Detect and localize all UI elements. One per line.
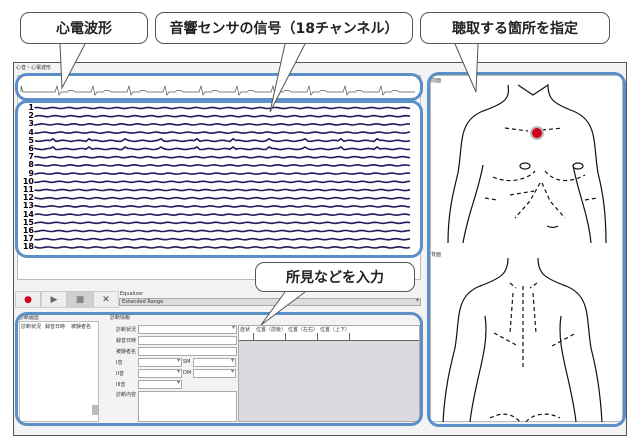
back-label: 背面: [431, 252, 442, 258]
channel-trace-12: [34, 196, 411, 200]
stop-button[interactable]: ■: [67, 291, 93, 308]
grid-header: [239, 326, 419, 333]
channel-label: 12: [22, 193, 34, 203]
channel-label: 18: [22, 242, 34, 252]
channel-label: 15: [22, 217, 34, 227]
label-content: 診断内容: [116, 392, 137, 398]
grid-row[interactable]: [239, 333, 419, 341]
back-body-diagram[interactable]: [430, 258, 623, 422]
callout-sensors: 音響センサの信号（18チャンネル）: [155, 12, 413, 44]
channel-trace-2: [34, 114, 411, 118]
front-label: 前面: [431, 78, 442, 84]
s1-select[interactable]: [138, 357, 182, 367]
front-body-diagram[interactable]: [430, 83, 623, 248]
channel-label: 17: [22, 234, 34, 244]
channel-label: 16: [22, 226, 34, 235]
equalizer-label: Equalizer: [120, 291, 144, 297]
channel-label: 1: [28, 103, 34, 112]
grid-col-symptom[interactable]: 症状: [240, 327, 251, 333]
channel-trace-8: [34, 163, 411, 167]
channel-trace-16: [34, 229, 411, 233]
channel-label: 2: [28, 111, 34, 121]
label-s3: III音: [116, 382, 126, 388]
label-s1: I音: [116, 360, 123, 366]
channel-trace-15: [34, 221, 411, 225]
channel-trace-4: [34, 131, 411, 135]
history-list[interactable]: [19, 321, 99, 422]
play-button[interactable]: ▶: [41, 291, 67, 308]
record-button[interactable]: ●: [15, 291, 41, 308]
equalizer-select[interactable]: Extended Range: [119, 297, 421, 306]
ecg-trace: [20, 84, 415, 96]
history-title: 診断履歴: [19, 315, 40, 321]
label-dm: DM: [183, 370, 192, 376]
channel-label: 9: [28, 168, 34, 178]
subject-input[interactable]: [138, 347, 237, 356]
history-col-subject[interactable]: 被験者名: [71, 324, 92, 330]
history-col-datetime[interactable]: 録音日時: [45, 324, 66, 330]
auscultation-marker[interactable]: [530, 126, 544, 140]
datetime-input[interactable]: [138, 336, 237, 345]
diagnosis-title: 診断情報: [110, 315, 131, 321]
status-select[interactable]: [138, 324, 237, 334]
channel-label: 8: [28, 160, 34, 170]
channel-trace-11: [34, 188, 411, 192]
callout-findings: 所見などを入力: [255, 262, 415, 292]
channel-trace-9: [34, 172, 411, 176]
channel-label: 6: [28, 144, 34, 153]
findings-grid[interactable]: [238, 325, 420, 422]
label-s2: II音: [116, 371, 124, 377]
channel-trace-1: [34, 106, 411, 110]
channel-label: 14: [22, 209, 34, 219]
s2-select[interactable]: [138, 368, 182, 378]
grid-col-up-down[interactable]: 位置（上下）: [320, 327, 351, 333]
grid-col-left-right[interactable]: 位置（左右）: [288, 327, 319, 333]
channel-trace-3: [34, 122, 410, 126]
channel-label: 3: [28, 119, 34, 129]
label-sm: SM: [183, 359, 191, 365]
signal-chart: [20, 84, 415, 249]
channel-label: 10: [22, 176, 34, 186]
channel-trace-10: [34, 180, 411, 184]
channel-label: 5: [28, 135, 34, 145]
sm-select[interactable]: [193, 357, 236, 367]
s3-select[interactable]: [138, 379, 182, 389]
channel-trace-5: [34, 137, 411, 143]
channel-trace-7: [34, 155, 411, 159]
channel-trace-18: [34, 245, 411, 249]
channel-trace-14: [34, 213, 411, 217]
history-col-status[interactable]: 診断状況: [21, 324, 42, 330]
channel-label: 13: [22, 201, 34, 211]
window-title: 心音・心電波形: [16, 65, 52, 71]
history-scrollbar[interactable]: [92, 405, 98, 415]
grid-col-front-back[interactable]: 位置（前後）: [256, 327, 287, 333]
callout-location: 聴取する箇所を指定: [420, 12, 610, 44]
channel-trace-6: [34, 146, 411, 151]
body-panel: [430, 75, 623, 422]
channel-label: 4: [28, 127, 34, 137]
callout-ecg: 心電波形: [20, 12, 148, 44]
label-datetime: 録音日時: [116, 338, 137, 344]
content-textarea[interactable]: [138, 391, 237, 422]
label-status: 診断状況: [116, 327, 137, 333]
dm-select[interactable]: [193, 368, 236, 378]
label-subject: 被験者名: [116, 349, 137, 355]
channel-label: 11: [22, 185, 34, 194]
channel-trace-13: [34, 204, 411, 208]
channel-label: 7: [28, 152, 34, 162]
channel-trace-17: [34, 237, 411, 241]
